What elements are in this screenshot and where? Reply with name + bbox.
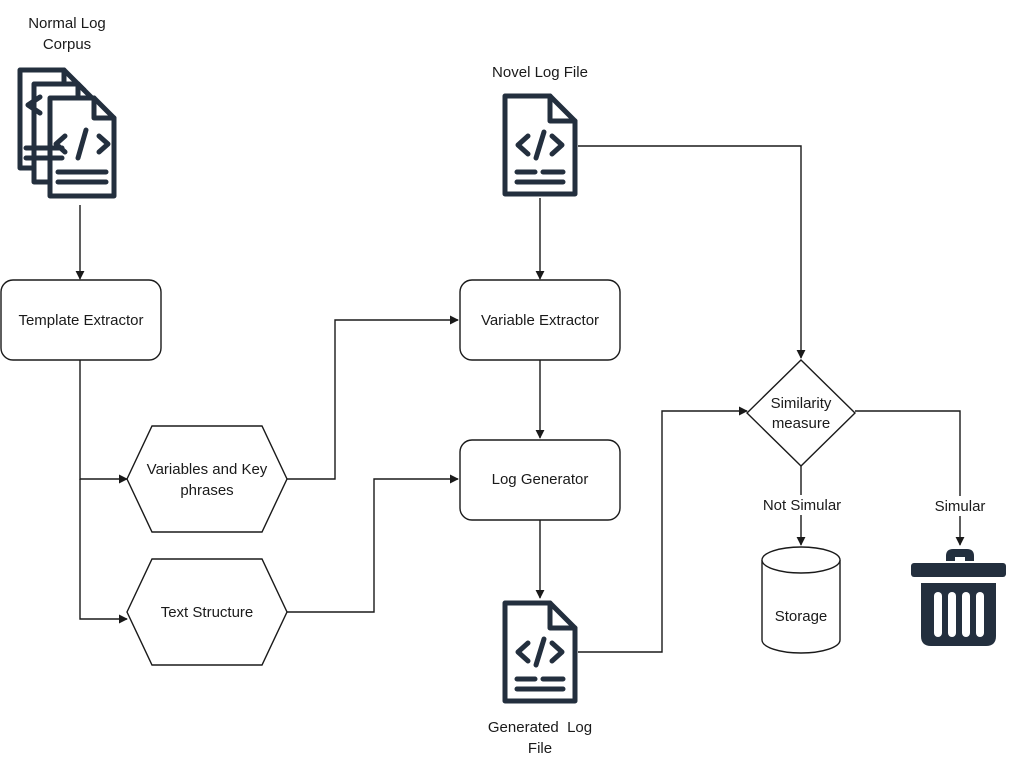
log-generator-label: Log Generator [492, 471, 589, 488]
novel-log-file: Novel Log File [492, 64, 588, 197]
generated-file-label-line2: File [528, 740, 552, 757]
edges [75, 145, 965, 653]
code-file-icon [502, 600, 578, 704]
edge-label-not-similar: Not Simular [763, 497, 841, 514]
template-extractor-node: Template Extractor [0, 279, 162, 361]
variable-extractor-label: Variable Extractor [481, 312, 599, 329]
edge-text-structure-to-log-generator [287, 474, 459, 613]
edge-label-bg-not-similar [762, 495, 842, 515]
generated-file-label-line1: Generated Log [488, 719, 592, 736]
edge-label-similar: Simular [935, 498, 986, 515]
similarity-label-line1: Similarity [771, 395, 832, 412]
database-cylinder-icon [761, 546, 841, 654]
variable-extractor-node: Variable Extractor [459, 279, 621, 361]
edge-variables-to-variable-extractor [287, 315, 459, 480]
similarity-measure-node: Similarity measure [746, 359, 856, 467]
edge-label-bg-similar [932, 496, 988, 516]
code-file-icon [502, 93, 578, 197]
corpus-label-line1: Normal Log [28, 15, 106, 32]
edge-novel-file-to-similarity [578, 145, 806, 359]
novel-file-label: Novel Log File [492, 64, 588, 81]
variables-key-phrases-node: Variables and Key phrases [126, 425, 288, 533]
variables-key-phrases-line2: phrases [180, 482, 233, 499]
edge-similarity-to-trash [855, 410, 965, 546]
storage-label: Storage [775, 608, 828, 625]
edge-template-to-text-structure [79, 479, 128, 624]
log-generator-node: Log Generator [459, 439, 621, 521]
edge-template-to-variables [79, 360, 128, 484]
storage-node: Storage [761, 546, 841, 654]
text-structure-label: Text Structure [161, 604, 254, 621]
edge-generated-file-to-similarity [578, 406, 748, 653]
normal-log-corpus: Normal Log Corpus [17, 15, 117, 199]
similarity-label-line2: measure [772, 415, 830, 432]
corpus-label-line2: Corpus [43, 36, 91, 53]
generated-log-file: Generated Log File [488, 600, 592, 757]
text-structure-node: Text Structure [126, 558, 288, 666]
trash-can-icon [911, 549, 1006, 646]
variables-key-phrases-line1: Variables and Key [147, 461, 268, 478]
stacked-code-files-icon [17, 67, 117, 199]
template-extractor-label: Template Extractor [18, 312, 143, 329]
